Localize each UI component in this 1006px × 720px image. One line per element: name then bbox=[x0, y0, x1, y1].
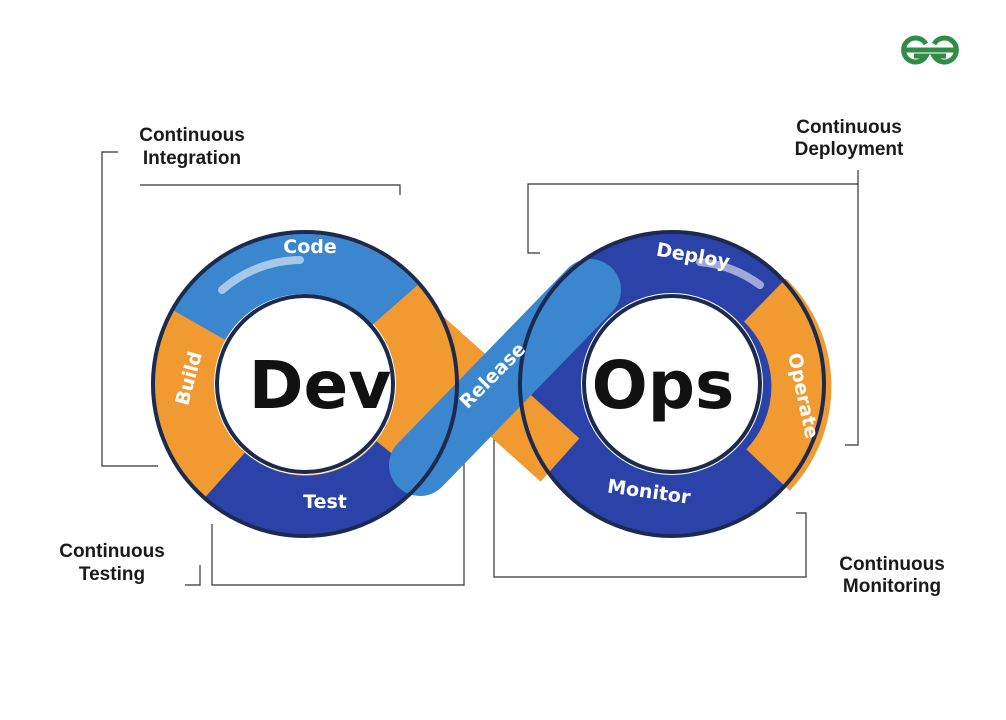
highlight-code bbox=[218, 256, 304, 294]
outline-right-inner bbox=[582, 294, 762, 474]
hole-left bbox=[217, 296, 393, 472]
segment-code-label: Code bbox=[283, 236, 336, 258]
center-ops-label: Ops bbox=[592, 347, 735, 424]
phase-ct-line2: Testing bbox=[79, 564, 145, 585]
operate-arc bbox=[743, 278, 832, 491]
phase-cd-line2: Deployment bbox=[795, 139, 904, 160]
phase-cm-line2: Monitoring bbox=[843, 576, 941, 597]
phase-ct-line1: Continuous bbox=[59, 541, 165, 562]
outline-right-outer bbox=[518, 230, 826, 538]
phase-ci-line2: Integration bbox=[143, 148, 241, 169]
bracket-cd bbox=[527, 170, 859, 446]
bracket-cm bbox=[493, 435, 807, 578]
phase-ci-line1: Continuous bbox=[139, 125, 245, 146]
phase-cd-line1: Continuous bbox=[796, 117, 902, 138]
outline-left-outer bbox=[151, 230, 459, 538]
segment-test-label: Test bbox=[303, 491, 347, 513]
highlight-deploy bbox=[696, 258, 764, 289]
center-dev-label: Dev bbox=[249, 347, 392, 424]
code-arc bbox=[172, 233, 418, 341]
brand-logo-icon bbox=[901, 35, 959, 65]
bracket-ct bbox=[185, 450, 465, 586]
test-arc bbox=[205, 440, 424, 536]
phase-cm-line1: Continuous bbox=[839, 554, 945, 575]
hole-right bbox=[584, 296, 760, 472]
bracket-ci bbox=[101, 151, 401, 467]
outline-left-inner bbox=[215, 294, 395, 474]
